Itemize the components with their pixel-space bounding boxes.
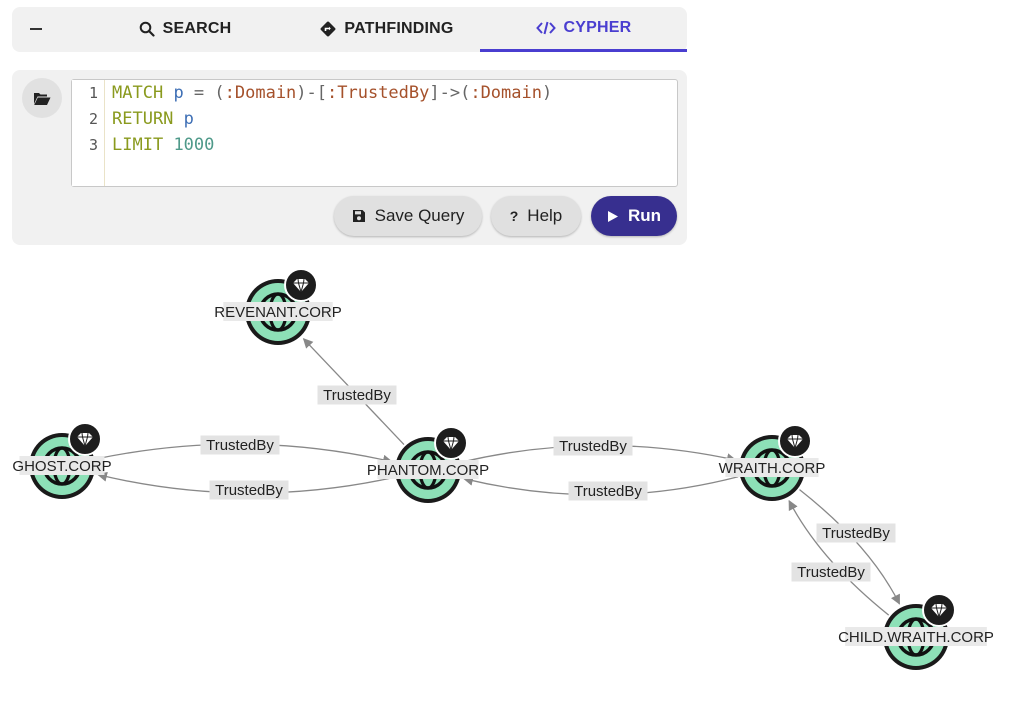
edge-label-background: [553, 436, 633, 456]
run-button[interactable]: Run: [591, 196, 677, 236]
edge-label: TrustedBy: [574, 483, 642, 500]
code-text: LIMIT 1000: [112, 132, 214, 158]
domain-node[interactable]: CHILD.WRAITH.CORP: [838, 593, 994, 670]
question-icon: ?: [509, 208, 519, 224]
play-icon: [607, 210, 618, 222]
trust-edge[interactable]: TrustedBy: [799, 489, 901, 605]
code-token: ): [541, 83, 553, 103]
code-token: LIMIT: [112, 135, 164, 155]
code-token: :Domain: [470, 83, 542, 103]
save-icon: [352, 210, 365, 222]
minus-icon: [30, 28, 42, 30]
tab-pathfinding[interactable]: PATHFINDING: [292, 7, 482, 50]
trust-edge[interactable]: TrustedBy: [96, 435, 393, 465]
edge-label-background: [568, 481, 648, 501]
help-label: Help: [527, 206, 563, 225]
node-label-background: [377, 460, 479, 479]
code-token: :TrustedBy: [327, 83, 430, 103]
tab-cypher-label: CYPHER: [563, 19, 632, 36]
code-token: ]->(: [429, 83, 471, 103]
edge-label: TrustedBy: [206, 437, 274, 454]
node-label: WRAITH.CORP: [719, 460, 826, 477]
trust-edge[interactable]: TrustedBy: [302, 338, 405, 445]
save-query-button[interactable]: Save Query: [334, 196, 482, 236]
tab-cypher[interactable]: CYPHER: [480, 7, 687, 52]
line-number: 1: [88, 84, 98, 102]
edge-label: TrustedBy: [822, 525, 890, 542]
code-token: RETURN: [112, 109, 174, 129]
node-label-background: [725, 458, 819, 477]
search-icon: [139, 21, 155, 37]
domain-node[interactable]: WRAITH.CORP: [719, 424, 826, 501]
collapse-button[interactable]: [26, 19, 46, 39]
edge-label-background: [200, 435, 280, 455]
saved-queries-button[interactable]: [22, 78, 62, 118]
trust-edge[interactable]: TrustedBy: [462, 475, 739, 501]
line-number-gutter: [72, 80, 105, 186]
gem-icon: [68, 422, 102, 456]
edge-label-background: [816, 523, 896, 543]
edge-label: TrustedBy: [215, 482, 283, 499]
node-label-background: [19, 456, 105, 475]
domain-node[interactable]: REVENANT.CORP: [214, 268, 342, 345]
code-token: )-[: [296, 83, 328, 103]
edge-line: [788, 499, 890, 616]
gem-icon: [922, 593, 956, 627]
edge-label-background: [791, 562, 871, 582]
gem-icon: [778, 424, 812, 458]
code-icon: [535, 21, 556, 35]
node-label: PHANTOM.CORP: [367, 462, 489, 479]
domain-node[interactable]: GHOST.CORP: [12, 422, 112, 499]
edge-label: TrustedBy: [559, 438, 627, 455]
node-label: CHILD.WRAITH.CORP: [838, 629, 994, 646]
help-button[interactable]: ? Help: [491, 196, 581, 236]
save-query-label: Save Query: [374, 206, 465, 225]
node-label-background: [845, 627, 987, 646]
node-label-background: [223, 302, 333, 321]
code-token: p: [183, 109, 194, 129]
trust-edge[interactable]: TrustedBy: [97, 471, 394, 500]
gem-icon: [434, 426, 468, 460]
directions-icon: [320, 21, 336, 36]
trust-edge[interactable]: TrustedBy: [788, 499, 890, 616]
code-text: RETURN p: [112, 106, 194, 132]
edge-label: TrustedBy: [797, 564, 865, 581]
tab-bar: SEARCH PATHFINDING CYPHER: [12, 7, 687, 52]
code-token: p: [173, 83, 184, 103]
code-token: 1000: [173, 135, 215, 155]
edge-label-background: [317, 385, 397, 405]
trust-edge[interactable]: TrustedBy: [461, 436, 737, 464]
line-number: 2: [88, 110, 98, 128]
node-label: GHOST.CORP: [12, 458, 111, 475]
code-token: :Domain: [224, 83, 297, 103]
code-text: MATCH p = (:Domain)-[:TrustedBy]->(:Doma…: [112, 80, 552, 106]
folder-open-icon: [34, 92, 51, 105]
edge-line: [799, 489, 901, 605]
run-label: Run: [627, 206, 662, 225]
code-token: = (: [183, 83, 225, 103]
node-label: REVENANT.CORP: [214, 304, 342, 321]
domain-node[interactable]: PHANTOM.CORP: [367, 426, 489, 503]
edge-label-background: [209, 480, 289, 500]
tab-search[interactable]: SEARCH: [100, 7, 270, 50]
edge-label: TrustedBy: [323, 387, 391, 404]
tab-search-label: SEARCH: [162, 19, 232, 37]
gem-icon: [284, 268, 318, 302]
tab-pathfinding-label: PATHFINDING: [344, 19, 454, 37]
code-token: MATCH: [112, 83, 164, 103]
line-number: 3: [88, 136, 98, 154]
